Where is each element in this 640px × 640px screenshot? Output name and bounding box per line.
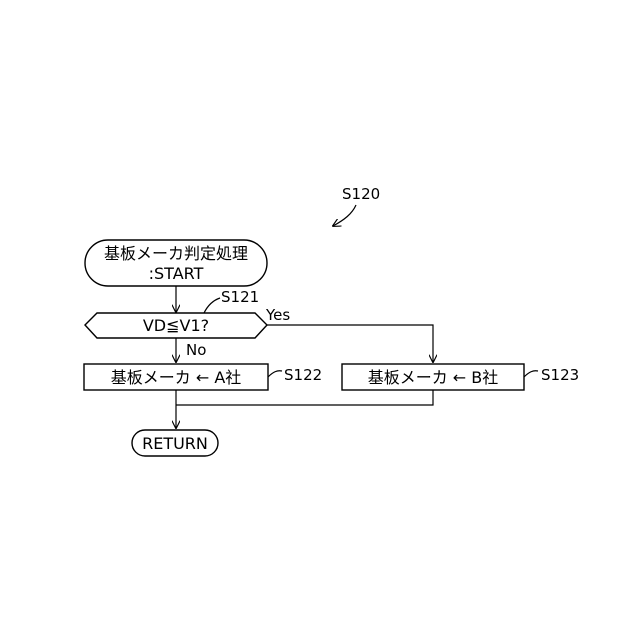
- process-b-step-leader: [524, 371, 538, 377]
- yes-label: Yes: [265, 306, 290, 324]
- no-label: No: [186, 341, 206, 359]
- decision-text: VD≦V1?: [143, 316, 209, 335]
- figure-label: S120: [342, 185, 380, 203]
- start-line1: 基板メーカ判定処理: [104, 244, 248, 263]
- figure-label-pointer: [333, 205, 356, 226]
- process-a-step-label: S122: [284, 366, 322, 384]
- connector-yes-branch: [267, 325, 433, 362]
- decision-step-leader: [204, 298, 220, 313]
- decision-step-label: S121: [221, 288, 259, 306]
- process-a-step-leader: [268, 371, 282, 377]
- return-text: RETURN: [142, 434, 208, 453]
- process-b-step-label: S123: [541, 366, 579, 384]
- process-b-text: 基板メーカ ← B社: [368, 368, 499, 387]
- process-a-text: 基板メーカ ← A社: [111, 368, 242, 387]
- connector-b-merge: [176, 390, 433, 405]
- start-line2: :START: [149, 264, 204, 283]
